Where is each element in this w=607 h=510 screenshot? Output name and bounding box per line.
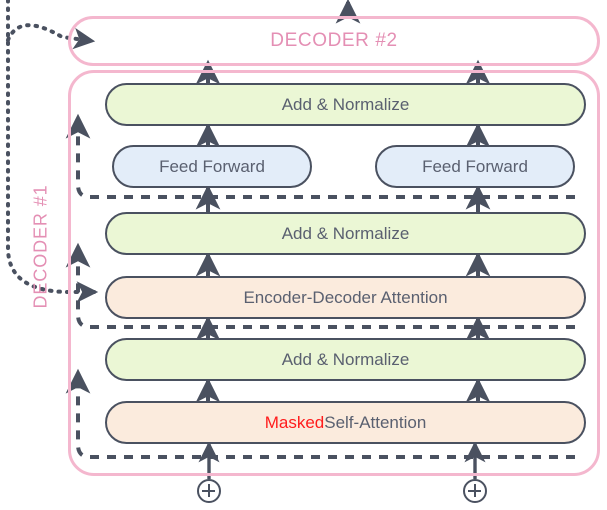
positional-encoding-adder-right[interactable]	[463, 479, 487, 503]
self-attention-text: Self-Attention	[324, 412, 427, 432]
node-feed-forward-left[interactable]: Feed Forward	[112, 145, 312, 188]
decoder-1-label: DECODER #1	[30, 184, 51, 309]
node-add-normalize-top[interactable]: Add & Normalize	[105, 83, 586, 126]
decoder-2-frame[interactable]: DECODER #2	[68, 16, 600, 66]
masked-keyword: Masked	[264, 412, 325, 432]
node-add-normalize-bottom[interactable]: Add & Normalize	[105, 338, 586, 381]
node-encoder-decoder-attention[interactable]: Encoder-Decoder Attention	[105, 276, 586, 319]
node-masked-self-attention[interactable]: Masked Self-Attention	[105, 401, 586, 444]
decoder-2-label: DECODER #2	[270, 30, 398, 51]
node-add-normalize-middle[interactable]: Add & Normalize	[105, 212, 586, 255]
positional-encoding-adder-left[interactable]	[197, 479, 221, 503]
node-feed-forward-right[interactable]: Feed Forward	[375, 145, 575, 188]
decoder-1-frame[interactable]	[68, 70, 600, 476]
